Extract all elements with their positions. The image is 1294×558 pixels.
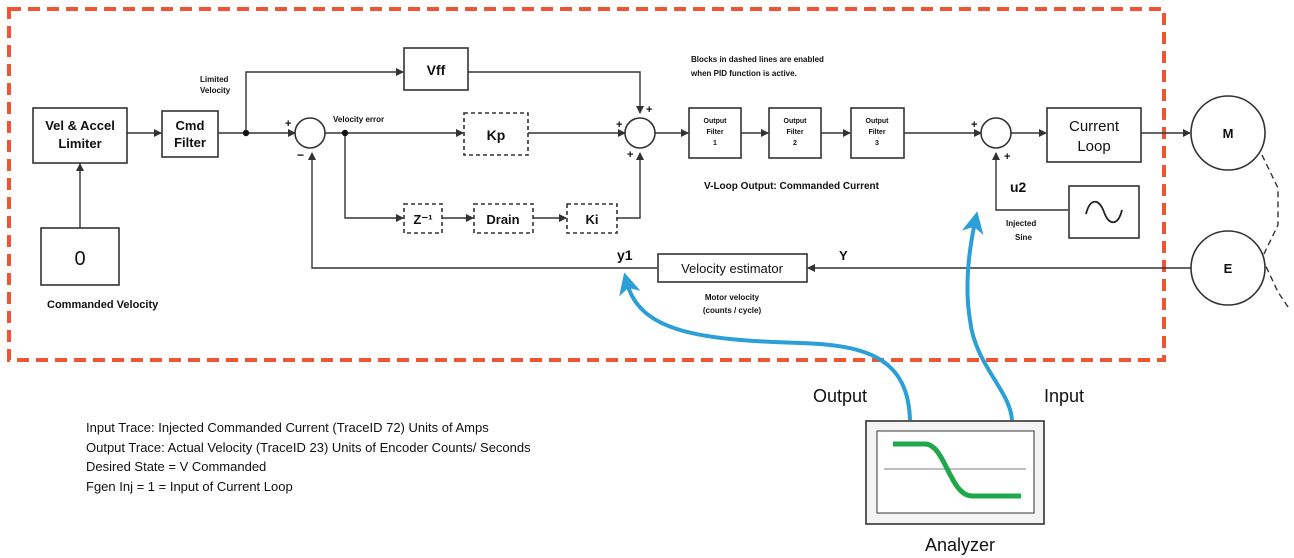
current-loop-label-2: Loop xyxy=(1077,138,1110,155)
injected-sine-label-2: Sine xyxy=(1015,233,1032,242)
summing-junction-injection xyxy=(980,117,1012,149)
sine-wave-icon xyxy=(1085,200,1123,224)
velocity-error-label: Velocity error xyxy=(333,115,384,124)
pid-region-border xyxy=(7,7,1166,362)
output-filter-3-label-3: 3 xyxy=(875,140,879,147)
output-filter-2-label-3: 2 xyxy=(793,140,797,147)
velocity-estimator-label: Velocity estimator xyxy=(681,261,784,276)
input-arrow xyxy=(961,211,1014,421)
vel-accel-limiter-label-2: Limiter xyxy=(58,136,101,151)
ki-block: Ki xyxy=(566,203,618,234)
dashed-note-line-2: when PID function is active. xyxy=(690,69,797,78)
injected-sine-label-1: Injected xyxy=(1006,219,1036,228)
dashed-note-line-1: Blocks in dashed lines are enabled xyxy=(691,55,824,64)
z-inverse-label: Z⁻¹ xyxy=(413,212,432,227)
motor-velocity-label-1: Motor velocity xyxy=(705,293,760,302)
sign-plus: + xyxy=(1004,151,1010,163)
y1-label: y1 xyxy=(617,247,633,263)
vff-block: Vff xyxy=(403,47,469,91)
output-filter-2-label-1: Output xyxy=(784,118,808,125)
output-filter-2-block: Output Filter 2 xyxy=(768,107,822,159)
sine-generator-block xyxy=(1068,185,1140,239)
drain-block: Drain xyxy=(473,203,534,234)
summing-junction-velocity-error xyxy=(294,117,326,149)
commanded-velocity-label: Commanded Velocity xyxy=(47,299,159,311)
output-filter-3-block: Output Filter 3 xyxy=(850,107,905,159)
sign-plus: + xyxy=(627,149,633,161)
summing-junction-pid xyxy=(624,117,656,149)
junction-dot xyxy=(341,129,349,137)
signal-lines xyxy=(76,68,1191,272)
commanded-velocity-value: 0 xyxy=(74,248,85,270)
note-input-trace: Input Trace: Injected Commanded Current … xyxy=(86,420,489,435)
vel-accel-limiter-block: Vel & Accel Limiter xyxy=(32,107,128,164)
commanded-velocity-box: 0 xyxy=(40,227,120,286)
limited-velocity-label-2: Velocity xyxy=(200,86,231,95)
z-inverse-block: Z⁻¹ xyxy=(403,203,443,234)
vff-label: Vff xyxy=(427,62,446,78)
motor-velocity-label-2: (counts / cycle) xyxy=(703,306,762,315)
output-filter-1-label-3: 1 xyxy=(713,140,717,147)
encoder-label: E xyxy=(1224,261,1233,276)
output-filter-1-label-1: Output xyxy=(704,118,728,125)
output-filter-2-label-2: Filter xyxy=(786,129,803,136)
velocity-estimator-block: Velocity estimator xyxy=(657,253,808,283)
current-loop-block: Current Loop xyxy=(1046,107,1142,163)
note-output-trace: Output Trace: Actual Velocity (TraceID 2… xyxy=(86,439,531,455)
trace-notes: Input Trace: Injected Commanded Current … xyxy=(86,418,531,496)
vel-accel-limiter-label-1: Vel & Accel xyxy=(45,118,115,133)
vloop-output-label: V-Loop Output: Commanded Current xyxy=(704,181,880,192)
motor-label: M xyxy=(1223,126,1234,141)
Y-label: Y xyxy=(839,248,848,263)
u2-label: u2 xyxy=(1010,179,1027,195)
motor-encoder-link xyxy=(1261,154,1291,311)
sign-plus: + xyxy=(285,118,291,130)
limited-velocity-label-1: Limited xyxy=(200,75,229,84)
cmd-filter-block: Cmd Filter xyxy=(161,110,219,158)
current-loop-label-1: Current xyxy=(1069,118,1120,135)
note-fgen-inj: Fgen Inj = 1 = Input of Current Loop xyxy=(86,478,293,494)
sign-minus: − xyxy=(297,148,304,162)
kp-label: Kp xyxy=(487,127,506,143)
output-filter-1-block: Output Filter 1 xyxy=(688,107,742,159)
output-label: Output xyxy=(813,386,867,406)
kp-block: Kp xyxy=(463,112,529,156)
output-filter-3-label-2: Filter xyxy=(868,129,885,136)
output-filter-1-label-2: Filter xyxy=(706,129,723,136)
analyzer-label: Analyzer xyxy=(925,535,995,555)
output-arrow xyxy=(619,272,912,421)
analyzer-device xyxy=(865,420,1045,525)
output-filter-3-label-1: Output xyxy=(866,118,890,125)
junction-dot xyxy=(242,129,250,137)
analyzer-trace xyxy=(893,441,1021,499)
motor-circle: M xyxy=(1190,95,1266,171)
sign-plus: + xyxy=(646,104,652,116)
cmd-filter-label-1: Cmd xyxy=(176,118,205,133)
cmd-filter-label-2: Filter xyxy=(174,135,206,150)
drain-label: Drain xyxy=(486,212,519,227)
input-label: Input xyxy=(1044,386,1084,406)
sign-plus: + xyxy=(971,119,977,131)
sign-plus: + xyxy=(616,119,622,131)
note-desired-state: Desired State = V Commanded xyxy=(86,459,267,474)
ki-label: Ki xyxy=(586,212,599,227)
encoder-circle: E xyxy=(1190,230,1266,306)
